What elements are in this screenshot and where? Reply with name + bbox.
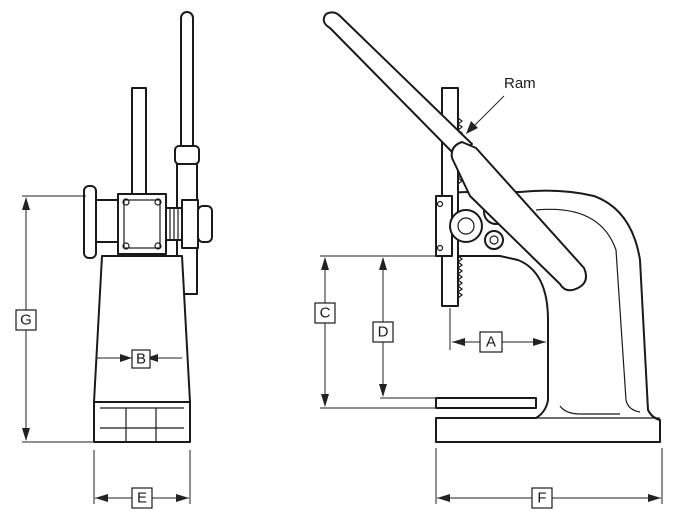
front-flange-hub [95, 199, 121, 243]
side-housing-plate [435, 195, 453, 257]
front-flange [83, 185, 97, 259]
dimension-label-a: A [486, 334, 496, 351]
ram-callout: Ram [466, 75, 536, 134]
rack-teeth [457, 255, 463, 299]
bolt-icon [154, 242, 162, 250]
dimension-label-b: B [136, 351, 146, 368]
side-frame-inner-foot [559, 405, 620, 415]
side-frame-inner [535, 208, 641, 413]
bolt-icon [122, 242, 130, 250]
front-handle-rod [180, 11, 194, 153]
front-gear-housing [117, 193, 167, 255]
front-right-cap [197, 205, 213, 243]
pinion-gear [449, 209, 483, 243]
bolt-icon [122, 198, 130, 206]
side-handle-rod [322, 11, 473, 157]
side-view [322, 11, 661, 443]
front-handle-collar [174, 145, 200, 165]
front-gear-housing-inner [123, 199, 161, 249]
dimension-label-e: E [137, 490, 147, 507]
gear [484, 230, 504, 250]
front-base [93, 401, 191, 443]
dimension-label-d: D [378, 324, 389, 341]
side-frame [435, 189, 661, 443]
dimension-labels: G B E C D A F [15, 302, 553, 509]
dimension-label-g: G [20, 312, 32, 329]
side-handle-grip [450, 141, 587, 292]
front-right-hub [181, 199, 199, 249]
front-body [93, 255, 191, 403]
dimension-label-c: C [320, 305, 331, 322]
dimension-label-f: F [537, 490, 546, 507]
bolt-icon [154, 198, 162, 206]
front-view [83, 11, 213, 443]
ram-label: Ram [504, 75, 536, 92]
side-base-plate [435, 397, 537, 409]
